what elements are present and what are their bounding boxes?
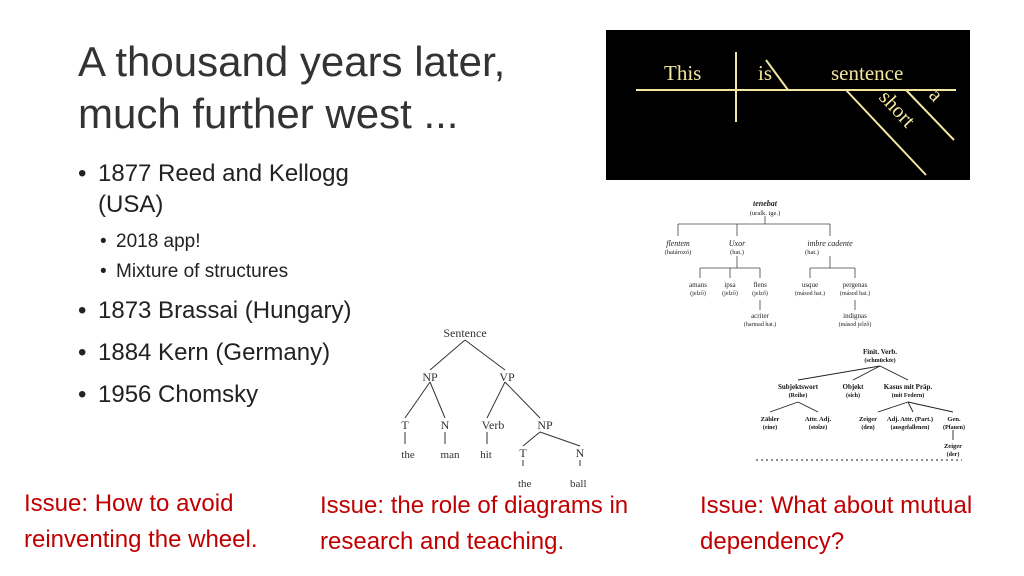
sub-bullet-app: 2018 app! [78, 227, 398, 257]
brassai-n3-gloss: (hat.) [805, 249, 819, 256]
chomsky-svg: Sentence NP VP T N Verb NP the man hit T… [401, 326, 585, 466]
chomsky-word-the-2: the [518, 478, 532, 490]
chomsky-root: Sentence [443, 326, 486, 340]
kern-c1: Subjektswort [778, 383, 819, 391]
rk-verb: is [758, 61, 772, 85]
kern-svg: Finit. Verb. (schmückte) Subjektswort (R… [756, 348, 965, 461]
kern-g3-gloss: (den) [861, 424, 874, 431]
brassai-l4-gloss: (másod hat.) [795, 290, 825, 297]
kern-g5-gloss: (Pfauen) [943, 424, 965, 431]
brassai-tree: tenebat (uralk. ige.) flentem (határozó)… [650, 196, 880, 341]
kern-tree: Finit. Verb. (schmückte) Subjektswort (R… [748, 344, 970, 469]
chomsky-np: NP [422, 370, 438, 384]
brassai-n1-gloss: (határozó) [665, 249, 692, 256]
issue-left-line-1: Issue: How to avoid [24, 490, 234, 517]
title-line-2: much further west ... [78, 90, 459, 137]
kern-g3: Zeiger [859, 416, 877, 423]
kern-g2-gloss: (stolze) [809, 424, 827, 431]
kern-g2: Attr. Adj. [805, 416, 832, 423]
chomsky-vp: VP [499, 370, 515, 384]
modifier-line-1 [845, 89, 927, 176]
kern-c2: Objekt [843, 383, 865, 391]
issue-reinventing: Issue: How to avoid reinventing the whee… [24, 486, 257, 558]
brassai-n3: imbre cadente [807, 239, 853, 248]
bullet-brassai: 1873 Brassai (Hungary) [78, 295, 398, 326]
brassai-l1: amans [689, 281, 707, 289]
brassai-l2: ipsa [724, 281, 736, 289]
reed-kellogg-diagram: This is sentence short a [606, 30, 970, 180]
chomsky-word-the: the [401, 449, 415, 461]
rk-complement: sentence [831, 61, 903, 85]
brassai-l2-gloss: (jelző) [722, 290, 738, 297]
kern-c3: Kasus mit Präp. [884, 383, 933, 391]
brassai-l3: flens [753, 281, 767, 289]
rk-subject: This [664, 61, 701, 85]
complement-divider [765, 59, 789, 91]
brassai-d1-gloss: (harmad hat.) [744, 321, 776, 328]
modifier-line-2 [905, 89, 955, 141]
brassai-root-gloss: (uralk. ige.) [750, 210, 781, 217]
kern-g1-gloss: (eine) [763, 424, 777, 431]
chomsky-word-hit: hit [480, 449, 492, 461]
kern-g5: Gen. [947, 416, 961, 423]
kern-g1: Zähler [761, 416, 780, 423]
issue-left-line-2: reinventing the wheel. [24, 526, 258, 553]
brassai-n1: flentem [666, 239, 690, 248]
brassai-l5-gloss: (másod hat.) [840, 290, 870, 297]
chomsky-t1: T [401, 418, 409, 432]
chomsky-t2: T [519, 446, 527, 460]
rk-modifier-a: a [924, 83, 948, 107]
issue-middle-line-1: Issue: the role of diagrams in [320, 492, 629, 519]
kern-g4-gloss: (ausgefallenen) [891, 424, 930, 431]
brassai-d2: indignas [843, 312, 867, 320]
brassai-l1-gloss: (jelző) [690, 290, 706, 297]
issue-mutual-dependency: Issue: What about mutual dependency? [700, 488, 972, 560]
chomsky-word-ball: ball [570, 478, 587, 490]
bullet-reed-kellogg: 1877 Reed and Kellogg (USA) [78, 158, 398, 220]
kern-g4: Adj. Attr. (Part.) [887, 416, 933, 423]
bullet-kern: 1884 Kern (Germany) [78, 337, 398, 368]
sub-bullet-mixture: Mixture of structures [78, 257, 398, 287]
chomsky-np2: NP [537, 418, 553, 432]
brassai-svg: tenebat (uralk. ige.) flentem (határozó)… [665, 199, 872, 328]
slide-title: A thousand years later, much further wes… [78, 36, 538, 140]
kern-root-gloss: (schmückte) [864, 357, 895, 364]
brassai-n2-gloss: (hat.) [730, 249, 744, 256]
brassai-d2-gloss: (másod jelző) [839, 321, 872, 328]
bullet-chomsky: 1956 Chomsky [78, 379, 398, 410]
reed-kellogg-svg: This is sentence short a [636, 52, 956, 176]
kern-c2-gloss: (sich) [846, 392, 860, 399]
brassai-l3-gloss: (jelző) [752, 290, 768, 297]
chomsky-word-man: man [441, 449, 460, 461]
chomsky-n2: N [576, 446, 585, 460]
rk-modifier-short: short [874, 85, 920, 132]
chomsky-tree: Sentence NP VP T N Verb NP the man hit T… [390, 324, 620, 490]
kern-z1-gloss: (der) [947, 451, 960, 458]
issue-right-line-2: dependency? [700, 528, 845, 555]
issue-middle-line-2: research and teaching. [320, 528, 565, 555]
issue-right-line-1: Issue: What about mutual [700, 492, 973, 519]
bullet-list: 1877 Reed and Kellogg (USA) 2018 app! Mi… [78, 158, 398, 417]
kern-c1-gloss: (Reihe) [789, 392, 808, 399]
brassai-n2: Uxor [729, 239, 746, 248]
chomsky-verb: Verb [482, 418, 505, 432]
brassai-l4: usque [802, 281, 818, 289]
kern-z1: Zeiger [944, 443, 962, 450]
brassai-l5: pergenas [843, 281, 868, 289]
brassai-root: tenebat [753, 199, 778, 208]
kern-c3-gloss: (mit Federn) [892, 392, 925, 399]
issue-diagrams-role: Issue: the role of diagrams in research … [320, 488, 628, 560]
chomsky-n1: N [441, 418, 450, 432]
kern-root: Finit. Verb. [863, 348, 897, 356]
title-line-1: A thousand years later, [78, 38, 506, 85]
brassai-d1: acriter [751, 312, 770, 320]
